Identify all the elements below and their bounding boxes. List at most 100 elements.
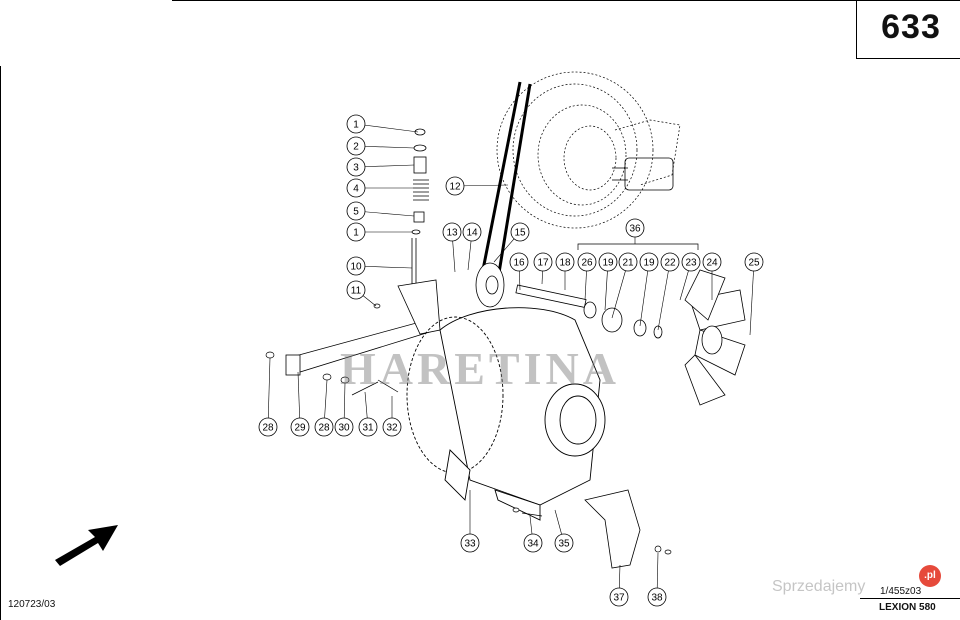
callout-label: 28 — [318, 423, 330, 434]
callout-15: 26 — [577, 252, 597, 301]
callout-circle — [314, 417, 334, 437]
callout-6: 10 — [346, 256, 413, 276]
callout-label: 36 — [629, 224, 641, 235]
callout-label: 32 — [386, 423, 398, 434]
callout-7: 11 — [346, 280, 377, 307]
callout-label: 37 — [613, 593, 625, 604]
callout-circle — [618, 252, 638, 272]
callout-12: 16 — [509, 252, 529, 291]
callout-14: 18 — [555, 252, 575, 290]
callout-2: 3 — [346, 157, 415, 177]
callout-circle — [346, 222, 366, 242]
callout-label: 2 — [353, 142, 359, 153]
callout-label: 18 — [559, 258, 571, 269]
callout-32: 35 — [554, 509, 574, 553]
callout-26: 28 — [314, 379, 334, 437]
callout-circle — [346, 280, 366, 300]
callout-leader — [355, 145, 415, 149]
callout-24: 28 — [258, 357, 278, 437]
watermark-text: HARETINA — [340, 343, 620, 394]
callout-circle — [442, 222, 462, 242]
callout-circle — [346, 256, 366, 276]
callout-label: 1 — [353, 120, 359, 131]
callout-circle — [358, 417, 378, 437]
page-box-bottom — [856, 58, 960, 59]
callout-label: 17 — [537, 258, 549, 269]
callout-label: 29 — [294, 423, 306, 434]
callout-17: 21 — [611, 252, 638, 319]
callout-circle — [346, 178, 366, 198]
cover-plate — [584, 489, 641, 569]
callout-circle — [523, 533, 543, 553]
callout-label: 19 — [643, 258, 655, 269]
callout-label: 10 — [350, 262, 362, 273]
callout-10: 14 — [462, 222, 482, 271]
callout-leader — [267, 357, 271, 428]
callout-circle — [554, 533, 574, 553]
callout-25: 29 — [290, 371, 310, 437]
callout-label: 38 — [651, 593, 663, 604]
callout-label: 4 — [353, 184, 359, 195]
drive-belt — [478, 81, 532, 286]
callout-label: 34 — [527, 539, 539, 550]
direction-arrow — [55, 525, 118, 566]
callout-label: 23 — [685, 258, 697, 269]
callout-31: 34 — [523, 515, 543, 553]
callout-circle — [660, 252, 680, 272]
callout-circle — [577, 252, 597, 272]
callout-label: 21 — [622, 258, 634, 269]
callout-label: 14 — [466, 228, 478, 239]
callout-1: 2 — [346, 136, 415, 156]
callout-label: 31 — [362, 423, 374, 434]
callout-label: 22 — [664, 258, 676, 269]
top-border — [172, 0, 960, 1]
callout-8: 12 — [445, 176, 509, 196]
drive-pulley — [496, 71, 681, 229]
site-watermark: Sprzedajemy — [772, 578, 866, 595]
model-name: LEXION 580 — [879, 602, 936, 613]
callout-circle — [744, 252, 764, 272]
left-border — [0, 66, 1, 620]
callout-label: 30 — [338, 423, 350, 434]
callout-circle — [346, 114, 366, 134]
callout-27: 30 — [334, 382, 354, 437]
callout-34: 38 — [647, 552, 667, 607]
callout-4: 5 — [346, 201, 415, 221]
callout-leader — [639, 261, 650, 327]
callout-3: 4 — [346, 178, 413, 198]
page-number: 633 — [881, 8, 941, 46]
callout-leader — [611, 261, 629, 319]
site-badge: .pl — [919, 565, 941, 587]
callout-leader — [355, 164, 415, 168]
callout-20: 23 — [679, 252, 701, 301]
callout-circle — [346, 157, 366, 177]
tension-rod — [411, 128, 429, 300]
callout-28: 31 — [358, 391, 378, 437]
callout-0: 1 — [346, 114, 419, 134]
callout-label: 33 — [464, 539, 476, 550]
callout-circle — [555, 252, 575, 272]
fan-shaft-parts — [515, 284, 663, 339]
callout-circle — [382, 417, 402, 437]
callout-label: 26 — [581, 258, 593, 269]
callout-circle — [334, 417, 354, 437]
gearbox-shaft — [612, 157, 674, 191]
callout-9: 13 — [442, 222, 462, 273]
callout-leader — [657, 261, 671, 331]
callout-circle — [462, 222, 482, 242]
callout-30: 33 — [460, 490, 480, 553]
callout-29: 32 — [382, 396, 402, 437]
callout-label: 11 — [351, 286, 362, 297]
callout-leader — [355, 123, 419, 133]
callout-label: 13 — [446, 228, 458, 239]
callout-circle — [533, 252, 553, 272]
callout-circle — [609, 587, 629, 607]
callout-leader — [355, 210, 415, 217]
callout-circle — [460, 533, 480, 553]
callout-circle — [509, 252, 529, 272]
fan-impeller — [684, 269, 746, 406]
callout-circle — [681, 252, 701, 272]
callout-label: 16 — [513, 258, 525, 269]
callout-22: 25 — [744, 252, 764, 336]
